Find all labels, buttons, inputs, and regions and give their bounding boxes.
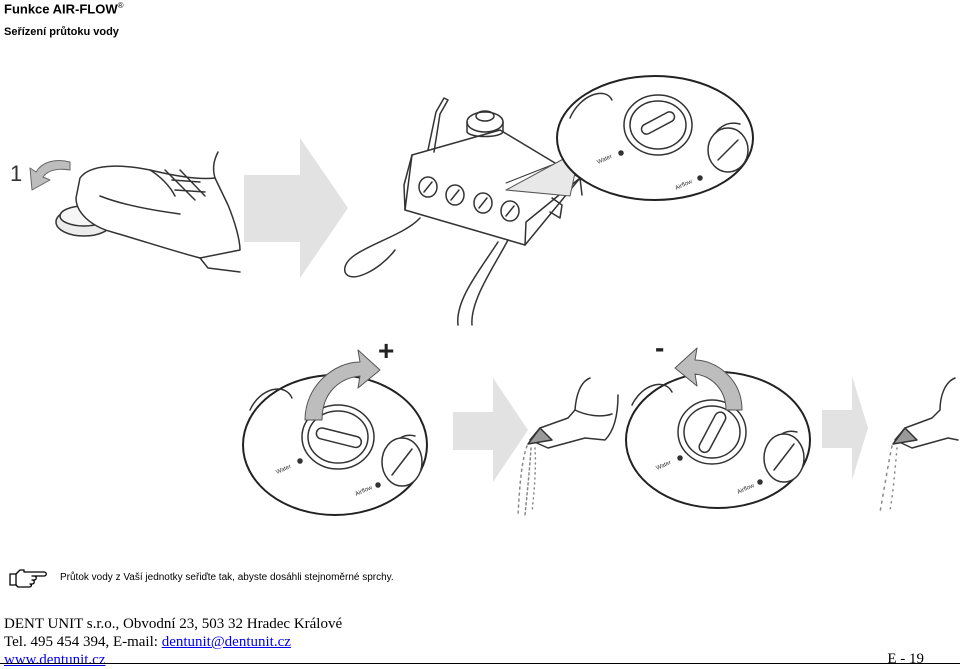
zoom-detail-decrease: Water Airflow bbox=[625, 371, 811, 509]
instruction-note: Průtok vody z Vaší jednotky seřiďte tak,… bbox=[60, 572, 394, 583]
email-link[interactable]: dentunit@dentunit.cz bbox=[161, 634, 291, 650]
step-number: 1 bbox=[10, 161, 22, 186]
pointing-hand-icon bbox=[9, 569, 47, 588]
footer-contact: Tel. 495 454 394, E-mail: dentunit@dentu… bbox=[4, 633, 291, 651]
zoom-detail-top: Water Airflow bbox=[505, 75, 754, 201]
page-subtitle: Seřízení průtoku vody bbox=[4, 26, 119, 38]
label-water: Water bbox=[655, 460, 672, 472]
device-illustration bbox=[344, 97, 583, 326]
footer-company: DENT UNIT s.r.o., Obvodní 23, 503 32 Hra… bbox=[4, 616, 343, 632]
registered-mark: ® bbox=[117, 1, 124, 10]
rotate-counterclockwise-arrow-icon bbox=[674, 347, 743, 411]
minus-sign: - bbox=[655, 332, 664, 363]
page-number: E - 19 bbox=[887, 651, 924, 667]
rotate-clockwise-arrow-icon bbox=[304, 349, 381, 421]
press-arrow-icon bbox=[29, 159, 71, 191]
website-link[interactable]: www.dentunit.cz bbox=[4, 652, 106, 668]
handpiece-spray-reduced bbox=[879, 377, 959, 513]
shoe-illustration bbox=[75, 151, 241, 273]
flow-arrow bbox=[822, 376, 868, 480]
flow-arrow bbox=[244, 138, 348, 278]
zoom-detail-increase: Water Airflow bbox=[242, 374, 428, 516]
label-water: Water bbox=[275, 464, 292, 476]
label-water: Water bbox=[596, 154, 613, 166]
flow-arrow bbox=[453, 378, 528, 482]
footer-divider bbox=[0, 663, 960, 664]
footer-phone: Tel. 495 454 394, E-mail: bbox=[4, 634, 162, 650]
page-title: Funkce AIR-FLOW® bbox=[4, 1, 124, 17]
plus-sign: + bbox=[378, 335, 394, 366]
handpiece-spray-full bbox=[517, 377, 619, 516]
instruction-illustration: 1 bbox=[10, 75, 959, 516]
